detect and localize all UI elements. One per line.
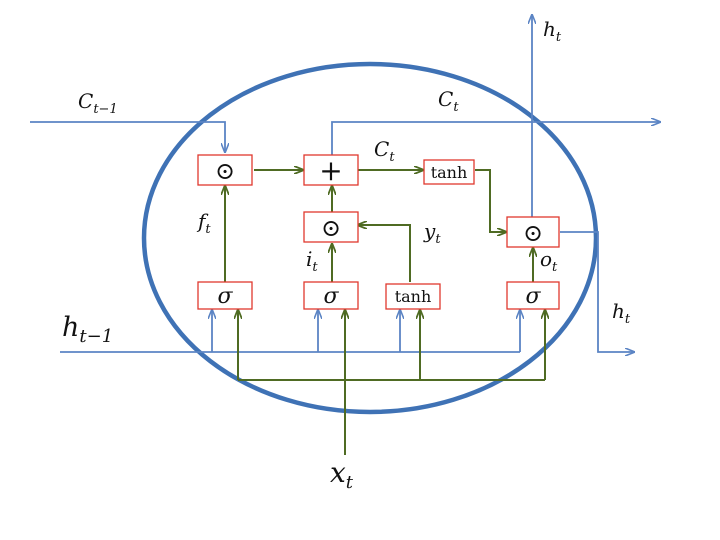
o-label: ot <box>540 247 558 275</box>
output-sigma-symbol: σ <box>525 284 541 309</box>
output-sigma-box: σ <box>506 281 560 310</box>
forget-sigma-box: σ <box>197 281 253 310</box>
output-multiply-symbol: ⊙ <box>523 219 543 247</box>
c-out-line <box>331 122 660 155</box>
x-label: xt <box>330 456 354 493</box>
tanh-cell-box: tanh <box>423 159 475 185</box>
tanh-gate-label: tanh <box>395 287 432 306</box>
i-label: it <box>306 247 318 275</box>
h-right-label: ht <box>612 299 631 327</box>
candidate-line <box>358 225 411 282</box>
c-prev-label: Ct−1 <box>78 89 118 117</box>
forget-multiply-box: ⊙ <box>197 154 253 186</box>
tanh-gate-box: tanh <box>385 283 441 310</box>
input-sigma-symbol: σ <box>323 284 339 309</box>
c-out-label: Ct <box>438 87 459 115</box>
input-multiply-symbol: ⊙ <box>321 214 341 242</box>
tanh-to-mult-line <box>475 169 506 232</box>
forget-multiply-symbol: ⊙ <box>215 157 235 185</box>
input-multiply-box: ⊙ <box>303 211 359 243</box>
y-label: yt <box>423 219 441 247</box>
h-right-line <box>560 231 634 352</box>
sum-box: + <box>303 154 359 187</box>
cell-ellipse <box>141 61 599 415</box>
sum-symbol: + <box>319 154 342 187</box>
forget-sigma-symbol: σ <box>217 284 233 309</box>
c-prev-line <box>30 121 225 152</box>
c-mid-label: Ct <box>374 137 395 165</box>
f-label: ft <box>196 209 211 237</box>
h-prev-label: ht−1 <box>62 312 113 347</box>
tanh-cell-label: tanh <box>431 163 468 182</box>
input-sigma-box: σ <box>303 281 359 310</box>
output-multiply-box: ⊙ <box>506 216 560 248</box>
h-top-label: ht <box>543 17 562 45</box>
